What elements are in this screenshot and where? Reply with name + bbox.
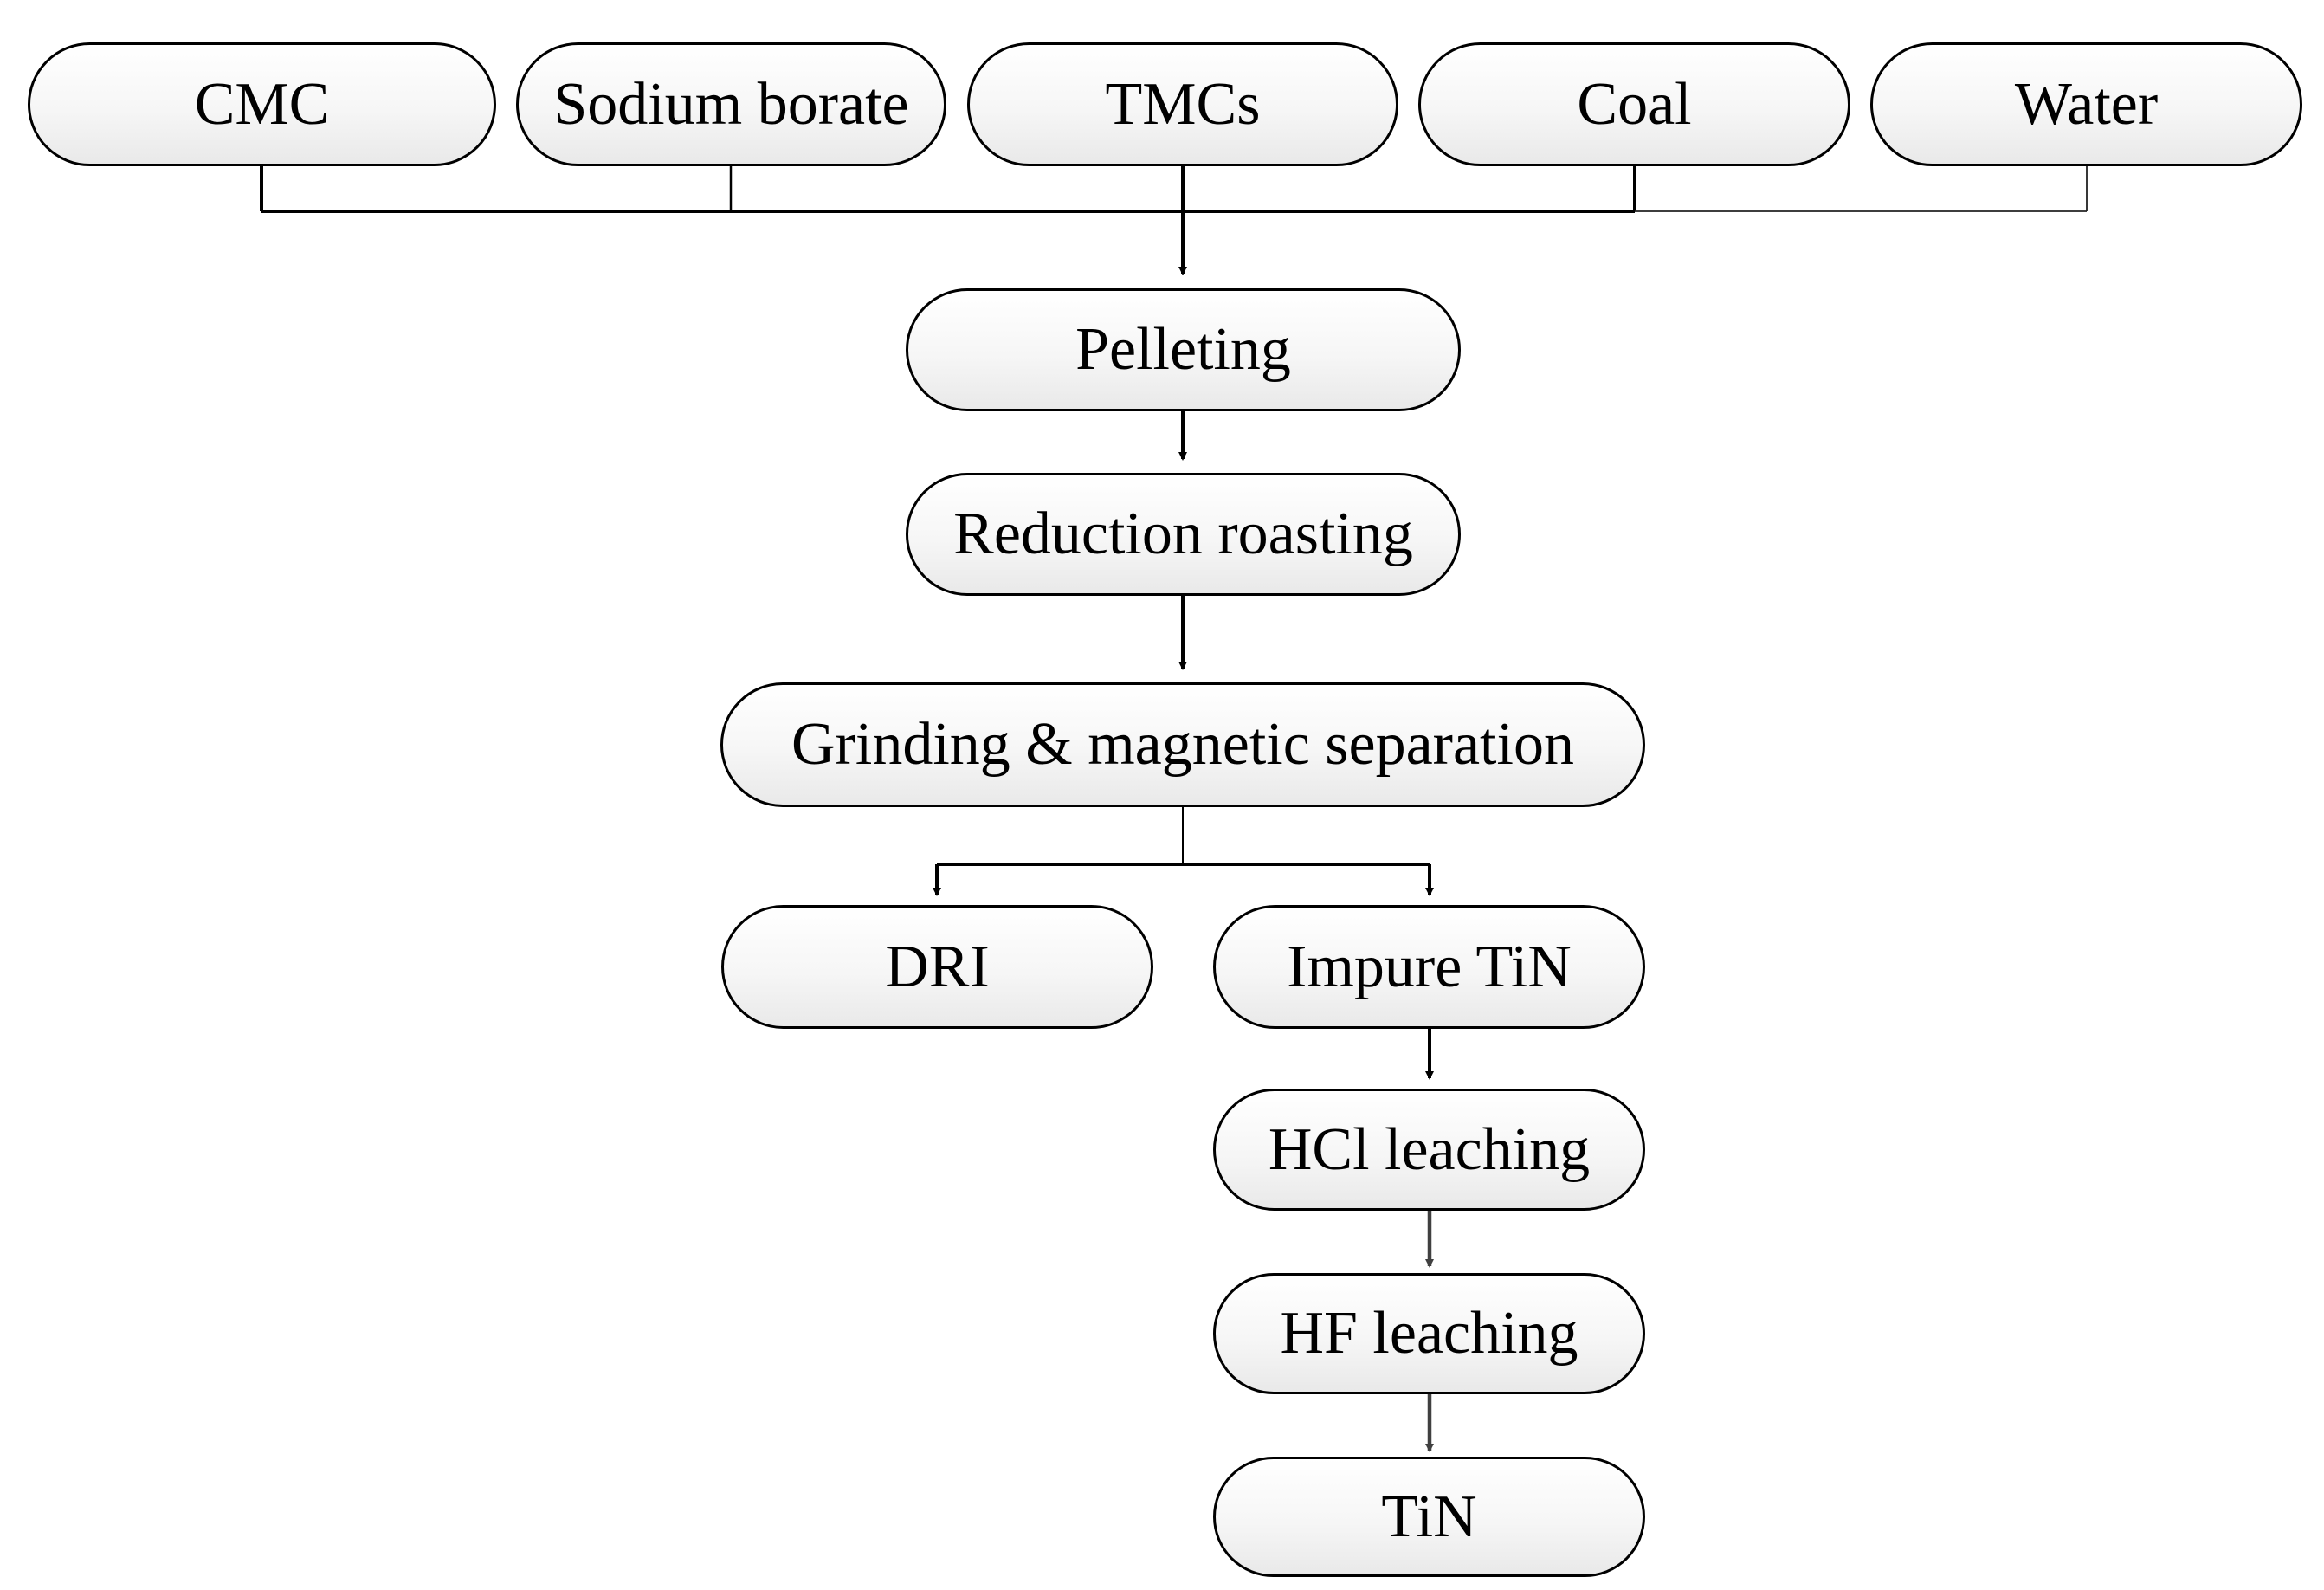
node-grinding-magnetic-separation: Grinding & magnetic separation <box>720 682 1645 807</box>
node-water: Water <box>1870 42 2302 166</box>
node-tin: TiN <box>1213 1457 1645 1577</box>
node-cmc: CMC <box>28 42 496 166</box>
node-sodium-borate: Sodium borate <box>516 42 946 166</box>
node-coal: Coal <box>1418 42 1850 166</box>
node-hf-leaching: HF leaching <box>1213 1273 1645 1394</box>
node-hcl-leaching: HCl leaching <box>1213 1089 1645 1211</box>
node-dri: DRI <box>721 905 1153 1029</box>
node-tmcs: TMCs <box>967 42 1398 166</box>
node-reduction-roasting: Reduction roasting <box>906 473 1461 596</box>
node-pelleting: Pelleting <box>906 288 1461 411</box>
node-impure-tin: Impure TiN <box>1213 905 1645 1029</box>
